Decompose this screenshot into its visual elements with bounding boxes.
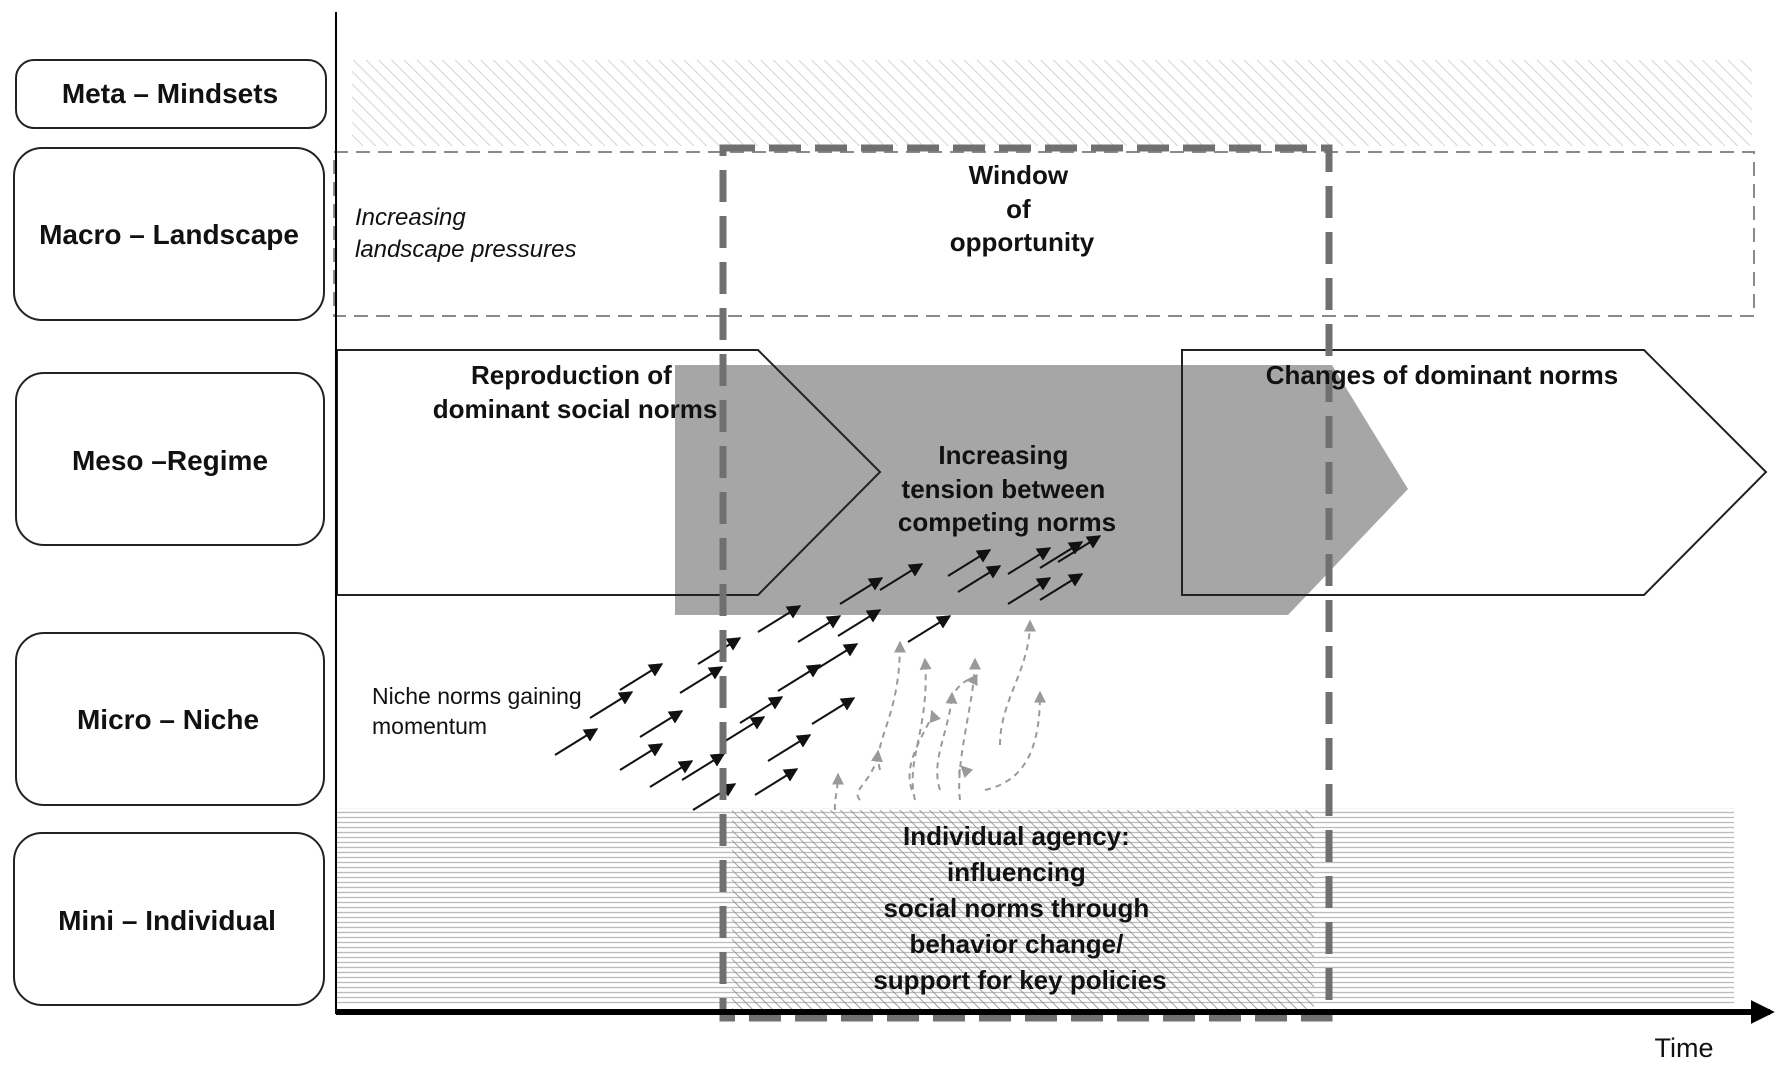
reproduction-label: Reproduction of dominant social norms [433, 360, 718, 424]
changes-label: Changes of dominant norms [1266, 360, 1618, 390]
solid-arrow-icon [767, 734, 812, 762]
solid-arrow-icon [649, 760, 694, 788]
landscape-pressures-label: Increasing landscape pressures [355, 204, 576, 263]
solid-arrow-icon [619, 663, 664, 691]
solid-arrow-icon [1039, 541, 1084, 569]
dashed-curved-arrow-icon [999, 619, 1036, 746]
niche-momentum-label: Niche norms gaining momentum [372, 683, 588, 739]
solid-arrow-icon [814, 643, 859, 671]
dashed-curved-arrow-icon [949, 674, 978, 701]
solid-arrow-icon [589, 691, 634, 719]
solid-arrow-icon [957, 565, 1002, 593]
changes-arrow [1181, 349, 1768, 596]
niche-arrows [554, 535, 1102, 811]
micro-level-box [15, 632, 325, 806]
meta-band [352, 60, 1752, 146]
macro-level-box [13, 147, 325, 321]
solid-arrow-icon [907, 615, 952, 643]
solid-arrow-icon [837, 609, 882, 637]
solid-arrow-icon [679, 666, 724, 694]
macro-band [333, 151, 1755, 317]
individual-agency-label: Individual agency: influencing social no… [873, 821, 1166, 995]
solid-arrow-icon [1007, 577, 1052, 605]
dashed-curved-arrow-icon [936, 691, 958, 791]
time-axis-label: Time [1655, 1033, 1714, 1063]
solid-arrow-icon [721, 716, 766, 744]
solid-arrow-icon [639, 710, 684, 738]
solid-arrow-icon [879, 563, 924, 591]
dashed-curved-arrow-icon [911, 657, 932, 801]
solid-arrow-icon [839, 577, 884, 605]
solid-arrow-icon [811, 697, 856, 725]
tension-shape [675, 365, 1408, 615]
solid-arrow-icon [692, 783, 737, 811]
mini-level-box [13, 832, 325, 1006]
solid-arrow-icon [797, 615, 842, 643]
meso-level-box [15, 372, 325, 546]
tension-label: Increasing tension between competing nor… [898, 440, 1116, 537]
dashed-curved-arrow-icon [958, 765, 974, 779]
level-labels: Meta – Mindsets Macro – Landscape Meso –… [13, 59, 327, 1006]
solid-arrow-icon [619, 743, 664, 771]
window-of-opportunity-label: Window of opportunity [950, 160, 1095, 257]
solid-arrow-icon [681, 753, 726, 781]
solid-arrow-icon [739, 696, 784, 724]
solid-arrow-icon [1039, 573, 1084, 601]
solid-arrow-icon [947, 549, 992, 577]
meta-level-box [15, 59, 327, 129]
solid-arrow-icon [777, 664, 822, 692]
solid-arrow-icon [754, 768, 799, 796]
solid-arrow-icon [1007, 547, 1052, 575]
mini-level-label: Mini – Individual [58, 905, 276, 936]
dashed-curved-arrow-icon [831, 772, 844, 811]
solid-arrow-icon [554, 728, 599, 756]
solid-arrow-icon [697, 637, 742, 665]
dashed-curved-arrow-icon [877, 640, 906, 771]
meta-level-label: Meta – Mindsets [62, 78, 278, 109]
text-labels: Increasing landscape pressures Window of… [355, 160, 1714, 1063]
dashed-curved-arrow-icon [984, 690, 1046, 791]
solid-arrow-icon [757, 605, 802, 633]
meso-level-label: Meso –Regime [72, 445, 268, 476]
macro-level-label: Macro – Landscape [39, 219, 299, 250]
micro-level-label: Micro – Niche [77, 704, 259, 735]
individual-agency-box [732, 810, 1314, 1012]
window-of-opportunity-frame [719, 144, 1333, 1022]
agency-arrows [831, 619, 1046, 811]
dashed-curved-arrow-icon [856, 749, 883, 801]
